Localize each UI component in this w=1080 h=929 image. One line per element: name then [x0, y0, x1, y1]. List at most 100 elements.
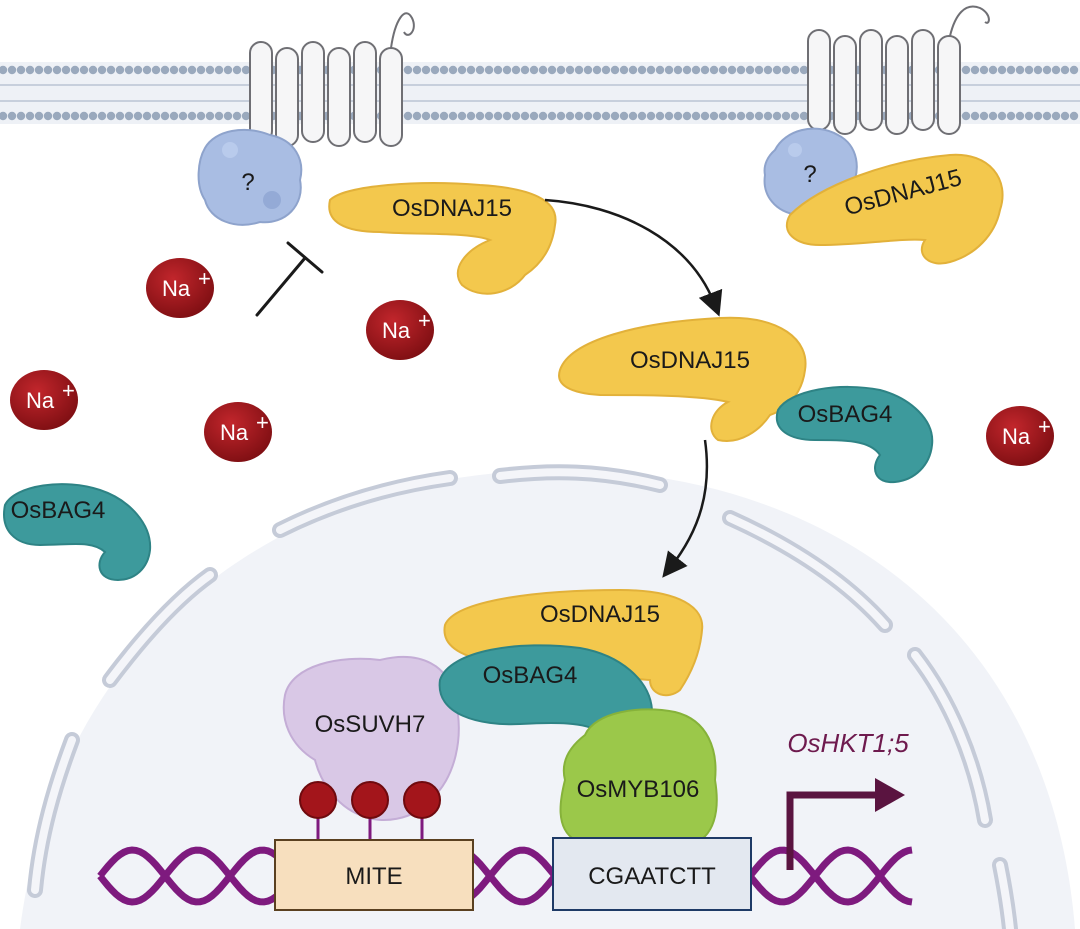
lipid-head	[610, 111, 620, 121]
methylation-marks	[299, 781, 441, 840]
lipid-head	[1051, 65, 1061, 75]
lipid-head	[601, 111, 611, 121]
lipid-head	[637, 111, 647, 121]
lipid-head	[223, 65, 233, 75]
lipid-head	[7, 111, 17, 121]
lipid-head	[412, 111, 422, 121]
lipid-head	[241, 111, 251, 121]
lipid-head	[628, 65, 638, 75]
lipid-head	[772, 111, 782, 121]
lipid-head	[178, 111, 188, 121]
lipid-head	[232, 65, 242, 75]
lipid-head	[592, 111, 602, 121]
lipid-head	[169, 65, 179, 75]
lipid-head	[988, 65, 998, 75]
lipid-head	[214, 65, 224, 75]
lipid-head	[25, 65, 35, 75]
sodium-ion: Na+	[10, 370, 78, 430]
lipid-head	[655, 65, 665, 75]
cgaatctt-label: CGAATCTT	[588, 863, 716, 890]
lipid-head	[34, 111, 44, 121]
arrow-translocation-2	[662, 439, 709, 578]
lipid-head	[124, 111, 134, 121]
lipid-head	[1006, 65, 1016, 75]
gene-label: OsHKT1;5	[787, 728, 909, 758]
transmembrane-protein-left	[249, 12, 415, 147]
lipid-head	[673, 111, 683, 121]
lipid-head	[961, 111, 971, 121]
lipid-head	[52, 111, 62, 121]
lipid-head	[61, 65, 71, 75]
osbag4-cytosol-left-label: OsBAG4	[11, 497, 106, 524]
lipid-head	[1024, 65, 1034, 75]
osmyb106-label: OsMYB106	[577, 776, 700, 803]
lipid-head	[1033, 65, 1043, 75]
lipid-head	[1042, 65, 1052, 75]
lipid-head	[682, 65, 692, 75]
lipid-head	[529, 65, 539, 75]
lipid-head	[574, 111, 584, 121]
lipid-head	[781, 65, 791, 75]
lipid-head	[484, 111, 494, 121]
lipid-head	[241, 65, 251, 75]
methyl-group	[351, 781, 389, 819]
lipid-head	[43, 65, 53, 75]
lipid-head	[628, 111, 638, 121]
lipid-head	[646, 111, 656, 121]
lipid-head	[97, 65, 107, 75]
sodium-label: Na	[26, 388, 55, 413]
lipid-head	[601, 65, 611, 75]
lipid-head	[439, 65, 449, 75]
lipid-head	[790, 111, 800, 121]
lipid-head	[619, 111, 629, 121]
lipid-head	[556, 65, 566, 75]
osdnaj15-cytosol-label: OsDNAJ15	[630, 347, 750, 374]
unknown-protein-left: ?	[197, 128, 303, 226]
dna-helix	[97, 846, 913, 906]
osdnaj15-nucleus: OsDNAJ15	[443, 588, 704, 697]
lipid-head	[124, 65, 134, 75]
sodium-label: Na	[220, 420, 249, 445]
lipid-head	[961, 65, 971, 75]
lipid-head	[187, 65, 197, 75]
lipid-head	[619, 65, 629, 75]
lipid-head	[232, 111, 242, 121]
lipid-head	[1006, 111, 1016, 121]
lipid-head	[25, 111, 35, 121]
lipid-head	[187, 111, 197, 121]
lipid-head	[475, 111, 485, 121]
lipid-head	[52, 65, 62, 75]
nuclear-envelope	[27, 464, 1018, 929]
lipid-head	[700, 65, 710, 75]
lipid-head	[115, 65, 125, 75]
lipid-head	[16, 65, 26, 75]
methyl-group	[299, 781, 337, 819]
methyl-group	[403, 781, 441, 819]
lipid-head	[178, 65, 188, 75]
lipid-head	[691, 111, 701, 121]
lipid-head	[160, 65, 170, 75]
lipid-head	[700, 111, 710, 121]
lipid-head	[646, 65, 656, 75]
lipid-head	[97, 111, 107, 121]
lipid-head	[106, 65, 116, 75]
lipid-head	[7, 65, 17, 75]
lipid-head	[502, 111, 512, 121]
lipid-head	[772, 65, 782, 75]
sodium-charge: +	[418, 308, 431, 333]
lipid-head	[538, 65, 548, 75]
lipid-head	[655, 111, 665, 121]
lipid-head	[466, 65, 476, 75]
lipid-head	[70, 111, 80, 121]
lipid-head	[196, 65, 206, 75]
lipid-head	[79, 65, 89, 75]
lipid-head	[745, 65, 755, 75]
lipid-head	[457, 111, 467, 121]
lipid-head	[979, 65, 989, 75]
lipid-head	[16, 111, 26, 121]
lipid-head	[610, 65, 620, 75]
sodium-label: Na	[1002, 424, 1031, 449]
arrow-translocation-1	[544, 198, 723, 317]
lipid-head	[403, 111, 413, 121]
